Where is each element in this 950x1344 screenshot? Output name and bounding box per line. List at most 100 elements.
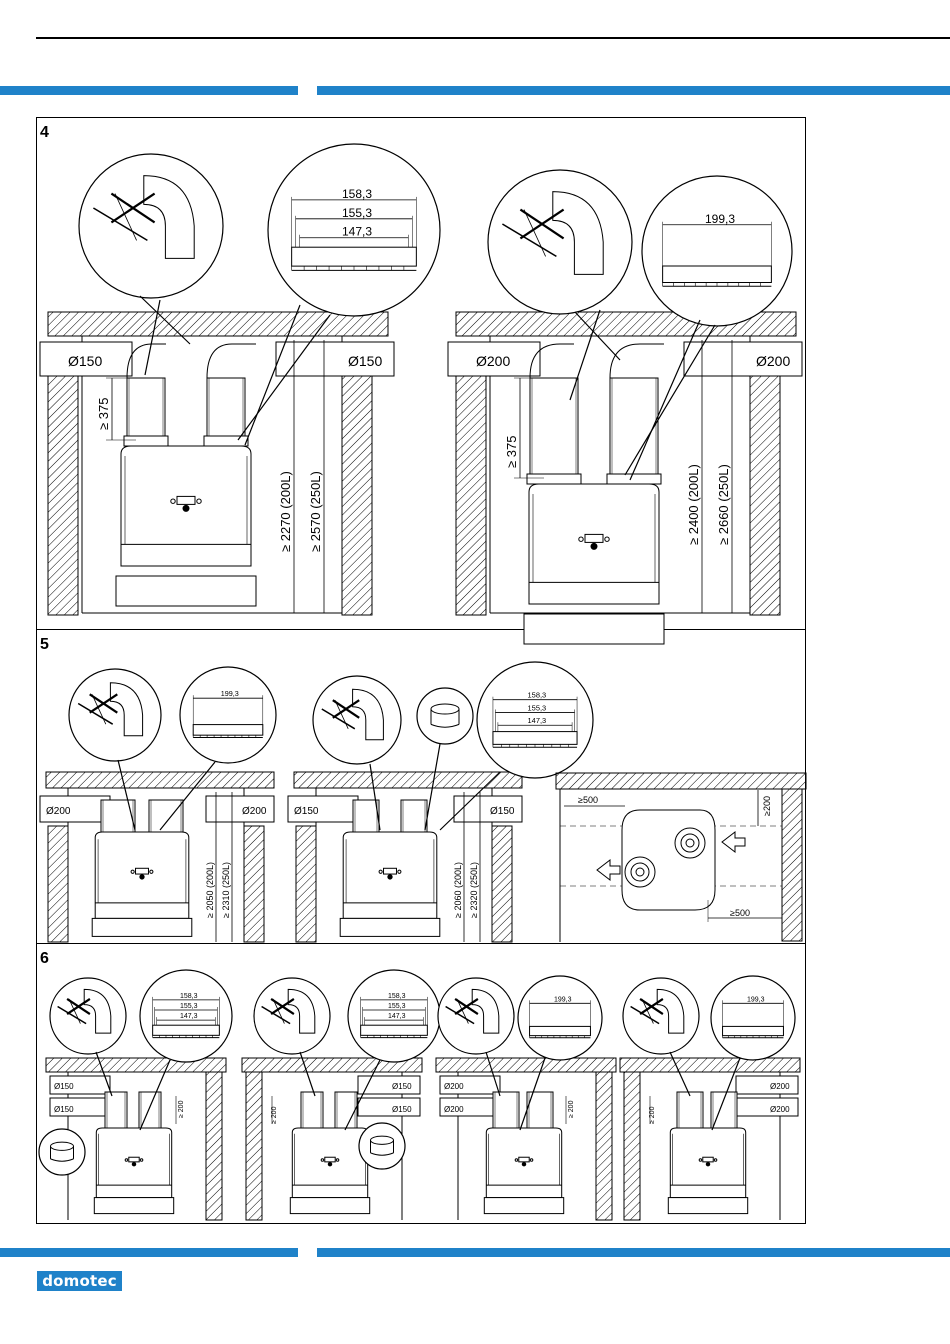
pipe-left-label: Ø150 (294, 806, 319, 817)
duct-left (100, 799, 136, 833)
adapter-bubble (358, 1122, 406, 1170)
air-in-arrow-icon (721, 830, 746, 854)
min-height-label: ≥ 375 (504, 436, 519, 468)
sealant-gun-icon (93, 207, 148, 242)
no-sealant-bubble (253, 977, 331, 1055)
no-sealant-bubble (487, 169, 633, 315)
duct-right (400, 799, 428, 833)
dimension-label: 147,3 (180, 1013, 198, 1020)
unit-base (115, 575, 257, 607)
leader-line (117, 759, 136, 831)
pipe-left-label: Ø200 (46, 806, 71, 817)
pipe-top-label: Ø150 (54, 1082, 74, 1091)
unit-base (483, 1197, 565, 1215)
pipe-elbow (287, 988, 316, 1034)
sealant-gun-icon (261, 1005, 291, 1025)
room-height-250-label: ≥ 2660 (250L) (716, 464, 731, 545)
section-number-6: 6 (40, 950, 49, 967)
pipe-right (275, 341, 395, 377)
flange-dimension-bubble (267, 143, 441, 317)
duct-left (492, 1091, 520, 1129)
wall-right (749, 374, 781, 616)
control-panel-icon (176, 495, 196, 505)
footer-bar-left (0, 1248, 298, 1257)
pipe-elbow (552, 191, 604, 275)
ceiling-slab (45, 771, 275, 789)
footer-bar-right (317, 1248, 950, 1257)
sealant-gun-icon (630, 1005, 660, 1025)
room-height-200-label: ≥ 2400 (200L) (686, 464, 701, 545)
no-sealant-bubble (622, 977, 700, 1055)
wall-right (341, 374, 373, 616)
wall-right (205, 1071, 223, 1221)
dimension-label: 158,3 (342, 187, 372, 201)
duct-right (148, 799, 184, 833)
ceiling-slab (293, 771, 523, 789)
unit-base (339, 917, 441, 937)
dimension-label: 147,3 (388, 1013, 406, 1020)
section-number-4: 4 (40, 124, 49, 141)
leader-line (711, 1057, 741, 1131)
flange (529, 1025, 591, 1037)
duct-right (334, 1091, 358, 1129)
duct-left (300, 1091, 324, 1129)
clearance-top-label: ≥200 (762, 796, 772, 816)
wall-right (243, 825, 265, 943)
room-height-250-label: ≥ 2320 (250L) (469, 862, 479, 918)
ceiling-slab (435, 1057, 617, 1073)
wall-right (491, 825, 513, 943)
control-panel-icon (383, 867, 397, 875)
sealant-gun-icon (502, 223, 557, 258)
ceiling-slab (555, 772, 807, 790)
wall-left (245, 1071, 263, 1221)
flange (360, 1024, 428, 1036)
duct-right (138, 1091, 162, 1129)
dimension-label: 147,3 (342, 225, 372, 239)
dimension-label: 155,3 (342, 206, 372, 220)
adapter-icon (370, 1135, 394, 1145)
detail-bubble (139, 969, 233, 1063)
leader-line (237, 314, 331, 441)
fan-outlet-icon (674, 827, 706, 859)
no-sealant-bubble (78, 153, 224, 299)
pipe-elbow (352, 688, 384, 741)
leader-line (95, 1051, 113, 1097)
clearance-left-label: ≥500 (578, 795, 598, 805)
room-height-250-label: ≥ 2310 (250L) (221, 862, 231, 918)
dimension-label: 155,3 (180, 1003, 198, 1010)
pipe-right-label: Ø200 (756, 353, 790, 369)
flange (662, 265, 772, 283)
adapter-bubble (38, 1128, 86, 1176)
section-number-5: 5 (40, 636, 49, 653)
dimension-label: 155,3 (528, 703, 547, 712)
leader-line (369, 763, 381, 831)
no-sealant-bubble (68, 668, 162, 762)
collar-left (526, 473, 582, 485)
control-panel-icon (584, 533, 604, 543)
unit-base (289, 1197, 371, 1215)
leader-line (299, 1051, 316, 1097)
dimension-label: 199,3 (747, 996, 765, 1003)
no-sealant-bubble (437, 977, 515, 1055)
detail-bubble (517, 975, 603, 1061)
pipe-right-label: Ø150 (348, 353, 382, 369)
control-panel-icon (702, 1156, 714, 1163)
adapter-icon (50, 1141, 74, 1151)
leader-line (485, 1051, 501, 1097)
figure-frame (36, 117, 806, 1224)
no-sealant-bubble (312, 675, 402, 765)
header-bar-left (0, 86, 298, 95)
sealant-gun-icon (77, 702, 114, 725)
sealant-gun-icon (321, 708, 356, 730)
pipe-left (287, 795, 359, 823)
ceiling-slab (47, 311, 389, 337)
pipe-elbow (109, 682, 144, 737)
clearance-label: ≥ 200 (649, 1106, 656, 1124)
pipe-bottom-label: Ø200 (444, 1105, 464, 1114)
dimension-label: 199,3 (221, 689, 239, 698)
wall-right (781, 788, 803, 942)
pipe-left-label: Ø150 (68, 353, 102, 369)
clearance-label: ≥ 200 (271, 1106, 278, 1124)
wall-left (295, 825, 317, 943)
